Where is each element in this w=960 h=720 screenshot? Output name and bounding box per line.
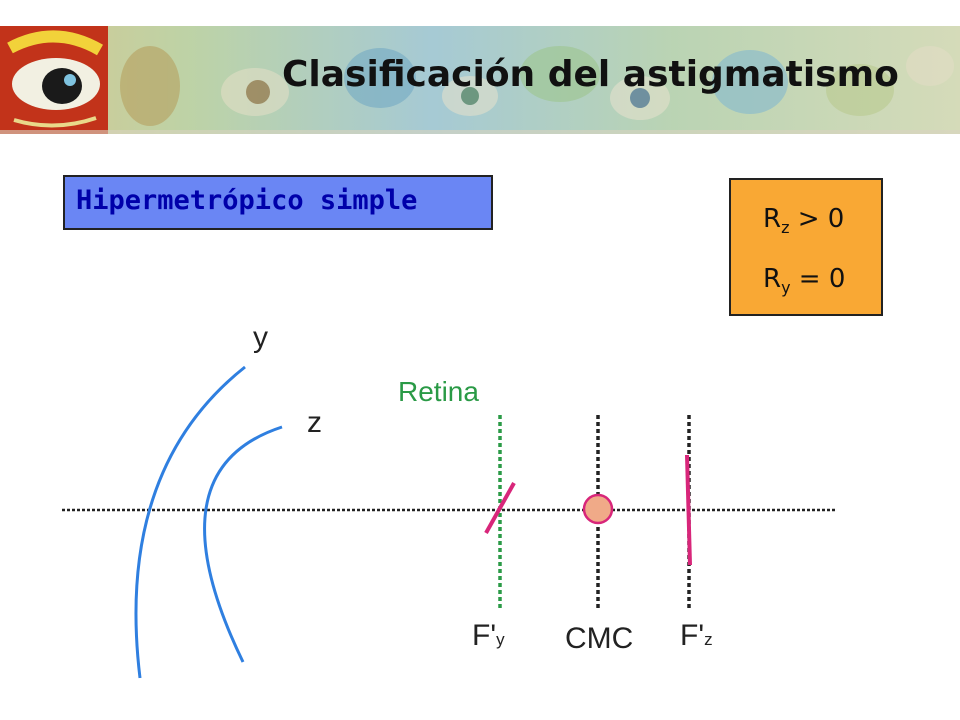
focal-line-y [484, 482, 516, 534]
meridian-y-arc [134, 365, 246, 679]
condition-ry: Ry = 0 [763, 264, 846, 298]
focal-line-z [685, 454, 692, 566]
conditions-box: Rz > 0 Ry = 0 [729, 178, 883, 316]
label-z: z [307, 406, 322, 439]
banner-artwork [0, 26, 960, 134]
label-retina: Retina [398, 376, 479, 407]
label-y: y [253, 321, 268, 354]
astigmatism-type-label: Hipermetrópico simple [63, 175, 493, 230]
condition-rz: Rz > 0 [763, 204, 845, 238]
label-cmc: CMC [565, 622, 633, 655]
header-banner [0, 26, 960, 134]
meridian-z-arc [203, 425, 283, 663]
circle-of-least-confusion [582, 493, 614, 525]
label-fy: F'y [472, 619, 505, 652]
page-title: Clasificación del astigmatismo [282, 54, 899, 95]
label-fz: F'z [680, 619, 713, 652]
